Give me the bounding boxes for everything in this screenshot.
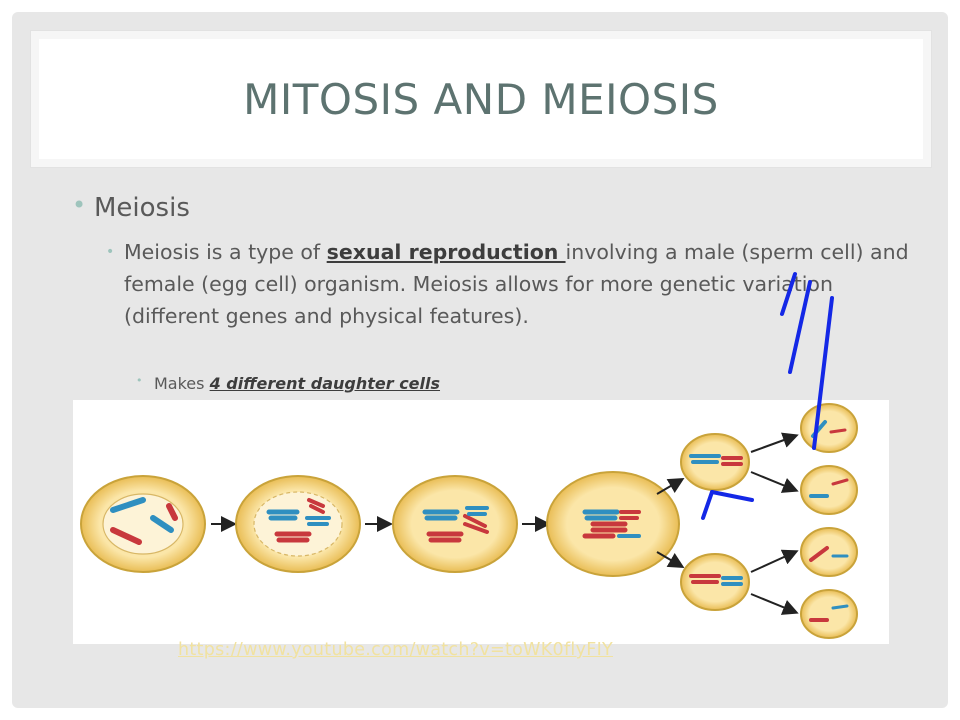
meiosis-diagram [73,400,889,644]
bullet-dot-icon: • [136,374,143,387]
cell-stage-1 [80,475,206,573]
bullet-2-emphasis: sexual reproduction [326,240,566,264]
daughter-cell-4 [800,589,858,639]
bullet-1-text: Meiosis [94,193,190,223]
bullet-3-emphasis: 4 different daughter cells [209,374,441,393]
bullet-level-3: • Makes 4 different daughter cells [136,374,441,393]
cell-meiosis-1-bottom [680,553,750,611]
title-inner: MITOSIS AND MEIOSIS [39,39,923,159]
daughter-cell-3 [800,527,858,577]
daughter-cell-1 [800,403,858,453]
cell-stage-3 [392,475,518,573]
bullet-level-2: • Meiosis is a type of sexual reproducti… [106,236,914,332]
bullet-dot-icon: • [106,244,115,260]
youtube-link[interactable]: https://www.youtube.com/watch?v=toWK0fly… [178,640,614,660]
bullet-2-after: involving a male (sperm cell) and female… [124,240,909,328]
slide-title: MITOSIS AND MEIOSIS [243,74,719,124]
bullet-2-before: Meiosis is a type of [124,240,327,264]
bullet-dot-icon: • [72,191,87,219]
bullet-3-before: Makes [154,374,210,393]
meiosis-diagram-svg [80,403,858,639]
cell-stage-2 [235,475,361,573]
cell-stage-4 [546,471,680,577]
bullet-level-1: • Meiosis [72,191,190,223]
daughter-cell-2 [800,465,858,515]
title-box: MITOSIS AND MEIOSIS [30,30,932,168]
cell-meiosis-1-top [680,433,750,491]
